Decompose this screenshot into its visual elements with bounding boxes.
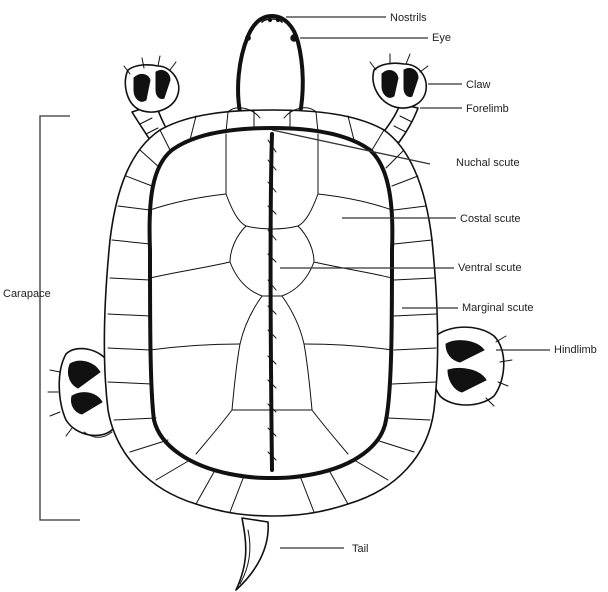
costal-scute-label: Costal scute [460, 213, 521, 225]
tail [236, 518, 268, 590]
tail-label: Tail [352, 543, 369, 555]
carapace-bracket [40, 116, 80, 520]
forelimb-label: Forelimb [466, 103, 509, 115]
eye-label: Eye [432, 32, 451, 44]
marginal-scute-label: Marginal scute [462, 302, 534, 314]
nuchal-scute-label: Nuchal scute [456, 157, 520, 169]
nostrils-label: Nostrils [390, 12, 427, 24]
ventral-scute-label: Ventral scute [458, 262, 522, 274]
head [238, 16, 303, 114]
hindlimb-label: Hindlimb [554, 344, 597, 356]
carapace-shell [104, 108, 437, 516]
claw-label: Claw [466, 79, 491, 91]
right-hindlimb [431, 327, 512, 406]
carapace-label: Carapace [3, 288, 51, 300]
eye-mark [291, 35, 297, 41]
